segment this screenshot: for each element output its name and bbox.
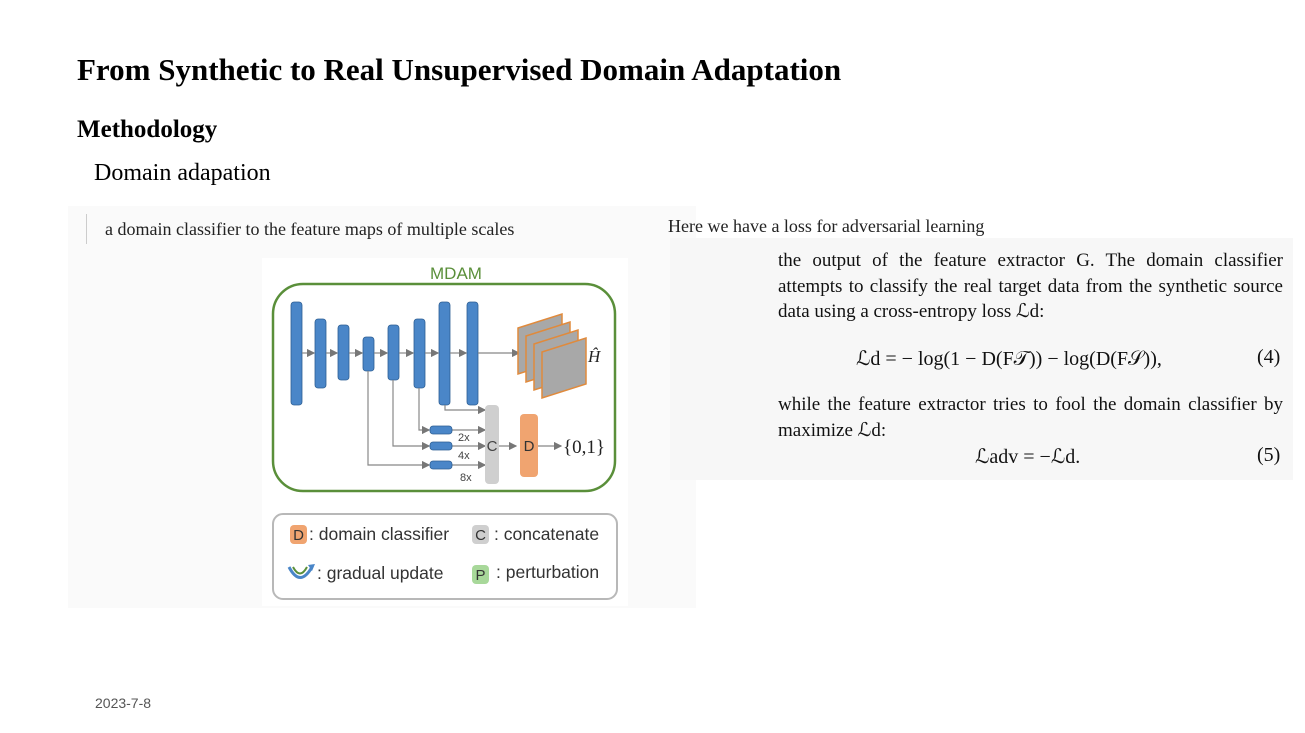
legend-d-key: D — [293, 527, 304, 544]
legend-p-swatch — [472, 565, 489, 584]
subsection-heading: Domain adapation — [94, 160, 271, 186]
encoder-block — [337, 324, 350, 381]
equation-4-number: (4) — [1257, 346, 1281, 368]
paragraph-2: while the feature extractor tries to foo… — [778, 394, 1283, 441]
slide-date: 2023-7-8 — [95, 695, 152, 711]
left-figure-caption: a domain classifier to the feature maps … — [86, 214, 514, 244]
scale-label-4x: 4x — [458, 450, 470, 462]
decoder-block — [438, 301, 451, 406]
legend-c-key: C — [475, 527, 486, 544]
equation-5: ℒadv = −ℒd. — [975, 446, 1081, 468]
output-label: {0,1} — [563, 437, 605, 458]
encoder-block — [314, 318, 327, 389]
scale-label-2x: 2x — [458, 432, 470, 444]
slide-title: From Synthetic to Real Unsupervised Doma… — [77, 52, 842, 87]
scale-label-8x: 8x — [460, 472, 472, 484]
legend-d-swatch — [290, 525, 307, 544]
heatmap-label: Ĥ — [587, 347, 602, 366]
legend-p-text: : perturbation — [496, 562, 599, 582]
mdam-diagram: MDAM — [262, 258, 628, 606]
downsample-block — [429, 441, 453, 451]
paragraph-1: the output of the feature extractor G. T… — [778, 250, 1283, 322]
mdam-diagram-svg: MDAM — [271, 264, 618, 600]
mdam-label: MDAM — [430, 264, 482, 283]
encoder-block — [290, 301, 303, 406]
paper-excerpt-2: while the feature extractor tries to foo… — [778, 392, 1283, 443]
section-heading: Methodology — [77, 116, 218, 143]
decoder-block — [413, 318, 426, 389]
discriminator-block — [520, 414, 538, 477]
legend-u-text: : gradual update — [317, 563, 444, 583]
legend-d-text: : domain classifier — [309, 524, 449, 544]
downsample-block — [429, 425, 453, 435]
legend-c-text: : concatenate — [494, 524, 599, 544]
right-figure-panel — [670, 238, 1293, 480]
legend-p-key: P — [475, 567, 485, 584]
legend-c-swatch — [472, 525, 489, 544]
equation-5-number: (5) — [1257, 444, 1281, 466]
concat-block — [485, 405, 499, 484]
right-figure-caption: Here we have a loss for adversarial lear… — [668, 216, 985, 236]
flow-arrows — [302, 348, 563, 470]
feature-map-stack — [517, 312, 587, 400]
paper-excerpt: the output of the feature extractor G. T… — [778, 248, 1283, 325]
equation-4: ℒd = − log(1 − D(F𝒯)) − log(D(F𝒮)), — [856, 348, 1162, 370]
concat-label: C — [487, 438, 498, 455]
gradual-update-icon — [287, 564, 315, 579]
discriminator-label: D — [524, 438, 535, 455]
downsample-block — [429, 460, 453, 470]
legend-box — [272, 513, 618, 600]
decoder-block — [466, 301, 479, 406]
decoder-block — [387, 324, 400, 381]
mdam-frame — [271, 282, 617, 493]
bottleneck-block — [362, 336, 375, 372]
